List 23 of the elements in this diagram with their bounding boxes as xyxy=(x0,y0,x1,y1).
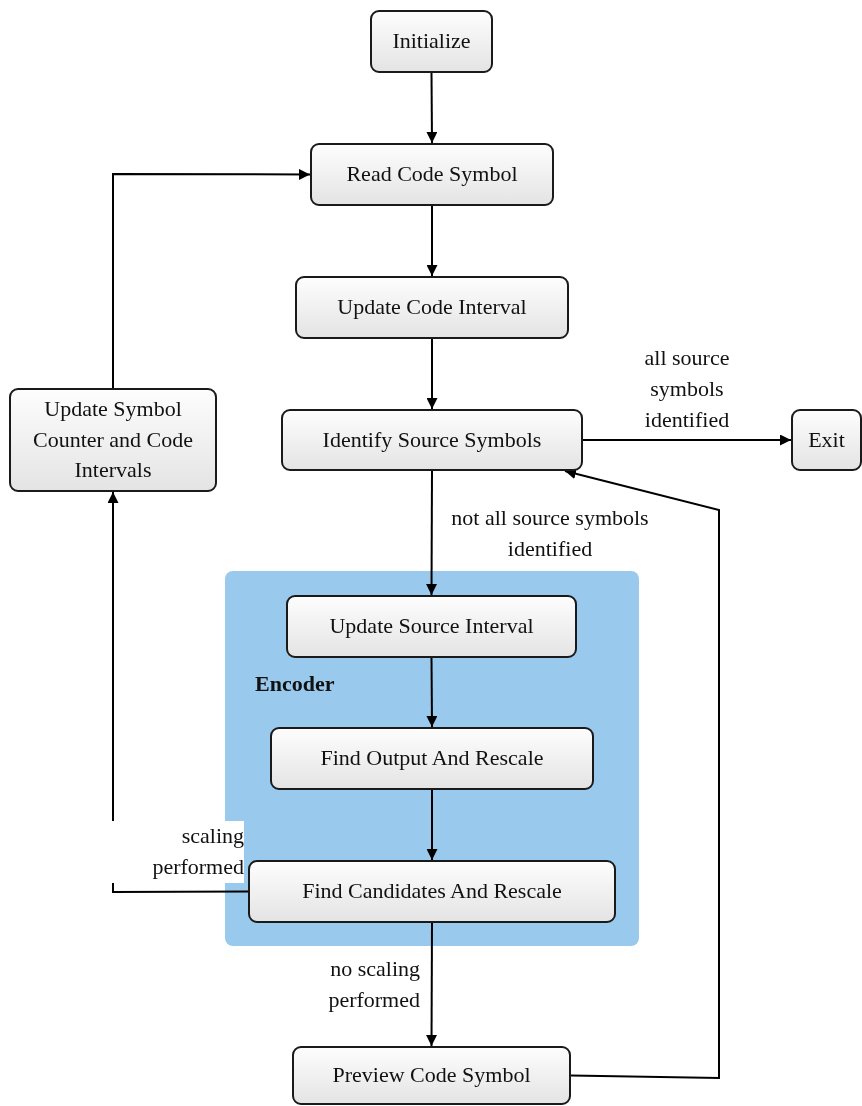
arrow xyxy=(426,72,438,144)
process-box: Find Output And Rescale xyxy=(270,727,594,790)
process-box: Update Code Interval xyxy=(295,276,569,339)
arrow xyxy=(426,338,438,410)
process-box: Update Symbol Counter and Code Intervals xyxy=(9,388,217,492)
arrow xyxy=(112,168,311,389)
process-box: Identify Source Symbols xyxy=(281,409,583,471)
process-box: Initialize xyxy=(370,10,493,73)
group-title: Encoder xyxy=(255,671,335,697)
arrow xyxy=(426,789,438,861)
arrow xyxy=(564,468,720,1079)
process-box: Exit xyxy=(791,409,862,471)
arrow xyxy=(426,470,438,596)
arrow xyxy=(426,205,438,277)
process-box: Update Source Interval xyxy=(286,595,577,658)
edge-label: scaling performed xyxy=(110,821,244,883)
process-box: Find Candidates And Rescale xyxy=(248,860,616,923)
arrow xyxy=(426,657,438,728)
process-box: Read Code Symbol xyxy=(310,143,554,206)
arrow xyxy=(426,922,438,1047)
arrow xyxy=(582,434,792,446)
process-box: Preview Code Symbol xyxy=(292,1046,571,1105)
arrow xyxy=(107,491,249,893)
